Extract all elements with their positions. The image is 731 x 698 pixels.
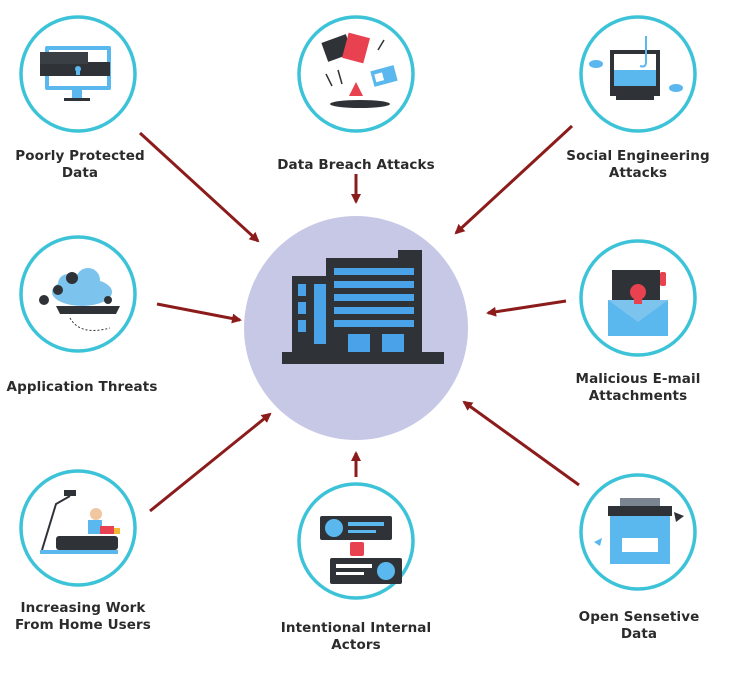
label-line: Open Sensetive Data xyxy=(578,609,700,642)
arrow-increasing-work-from-home-users xyxy=(149,412,272,513)
label-line: Social Engineering xyxy=(566,148,710,164)
label-poorly-protected-data: Poorly Protected Data xyxy=(8,148,152,182)
arrow-application-threats xyxy=(156,302,242,324)
phishing-monitor-icon xyxy=(589,36,683,100)
label-application-threats: Application Threats xyxy=(6,379,158,396)
label-malicious-email-attachments: Malicious E-mail Attachments xyxy=(564,371,712,405)
monitor-locked-folder-icon xyxy=(40,46,111,101)
node-intentional-internal-actors xyxy=(297,482,415,600)
label-line: Application Threats xyxy=(6,379,158,395)
arrow-open-sensetive-data xyxy=(462,400,580,487)
node-open-sensetive-data xyxy=(579,473,697,591)
central-hub xyxy=(244,216,468,440)
label-intentional-internal-actors: Intentional Internal Actors xyxy=(262,620,450,654)
node-application-threats xyxy=(19,235,137,353)
label-line: Malicious E-mail xyxy=(575,371,701,387)
office-building-icon xyxy=(282,250,444,364)
arrows xyxy=(138,124,580,513)
arrow-poorly-protected-data xyxy=(138,131,260,243)
chat-messages-icon xyxy=(320,516,402,584)
node-social-engineering-attacks xyxy=(579,15,697,133)
arrow-social-engineering-attacks xyxy=(454,124,574,235)
node-increasing-work-from-home-users xyxy=(19,469,137,587)
label-line: Data xyxy=(61,165,99,181)
label-line: Increasing Work xyxy=(20,600,146,616)
label-open-sensetive-data: Open Sensetive Data xyxy=(560,609,718,643)
open-file-drawer-icon xyxy=(594,498,684,564)
flying-documents-alert-icon xyxy=(321,32,398,108)
node-data-breach-attacks xyxy=(297,15,415,133)
node-poorly-protected-data xyxy=(19,15,137,133)
label-line: Data Breach Attacks xyxy=(277,157,435,173)
person-on-couch-laptop-icon xyxy=(40,490,120,554)
label-line: Poorly Protected xyxy=(15,148,145,164)
label-line: Intentional Internal Actors xyxy=(280,620,432,653)
label-increasing-work-from-home-users: Increasing Work From Home Users xyxy=(8,600,158,634)
label-line: From Home Users xyxy=(15,617,151,633)
node-malicious-email-attachments xyxy=(579,239,697,357)
cloud-gears-icon xyxy=(39,268,120,331)
label-social-engineering-attacks: Social Engineering Attacks xyxy=(560,148,716,182)
label-data-breach-attacks: Data Breach Attacks xyxy=(270,157,442,174)
skull-envelope-icon xyxy=(608,270,668,336)
label-line: Attacks xyxy=(608,165,668,181)
label-line: Attachments xyxy=(588,388,688,404)
arrow-malicious-email-attachments xyxy=(486,299,567,317)
